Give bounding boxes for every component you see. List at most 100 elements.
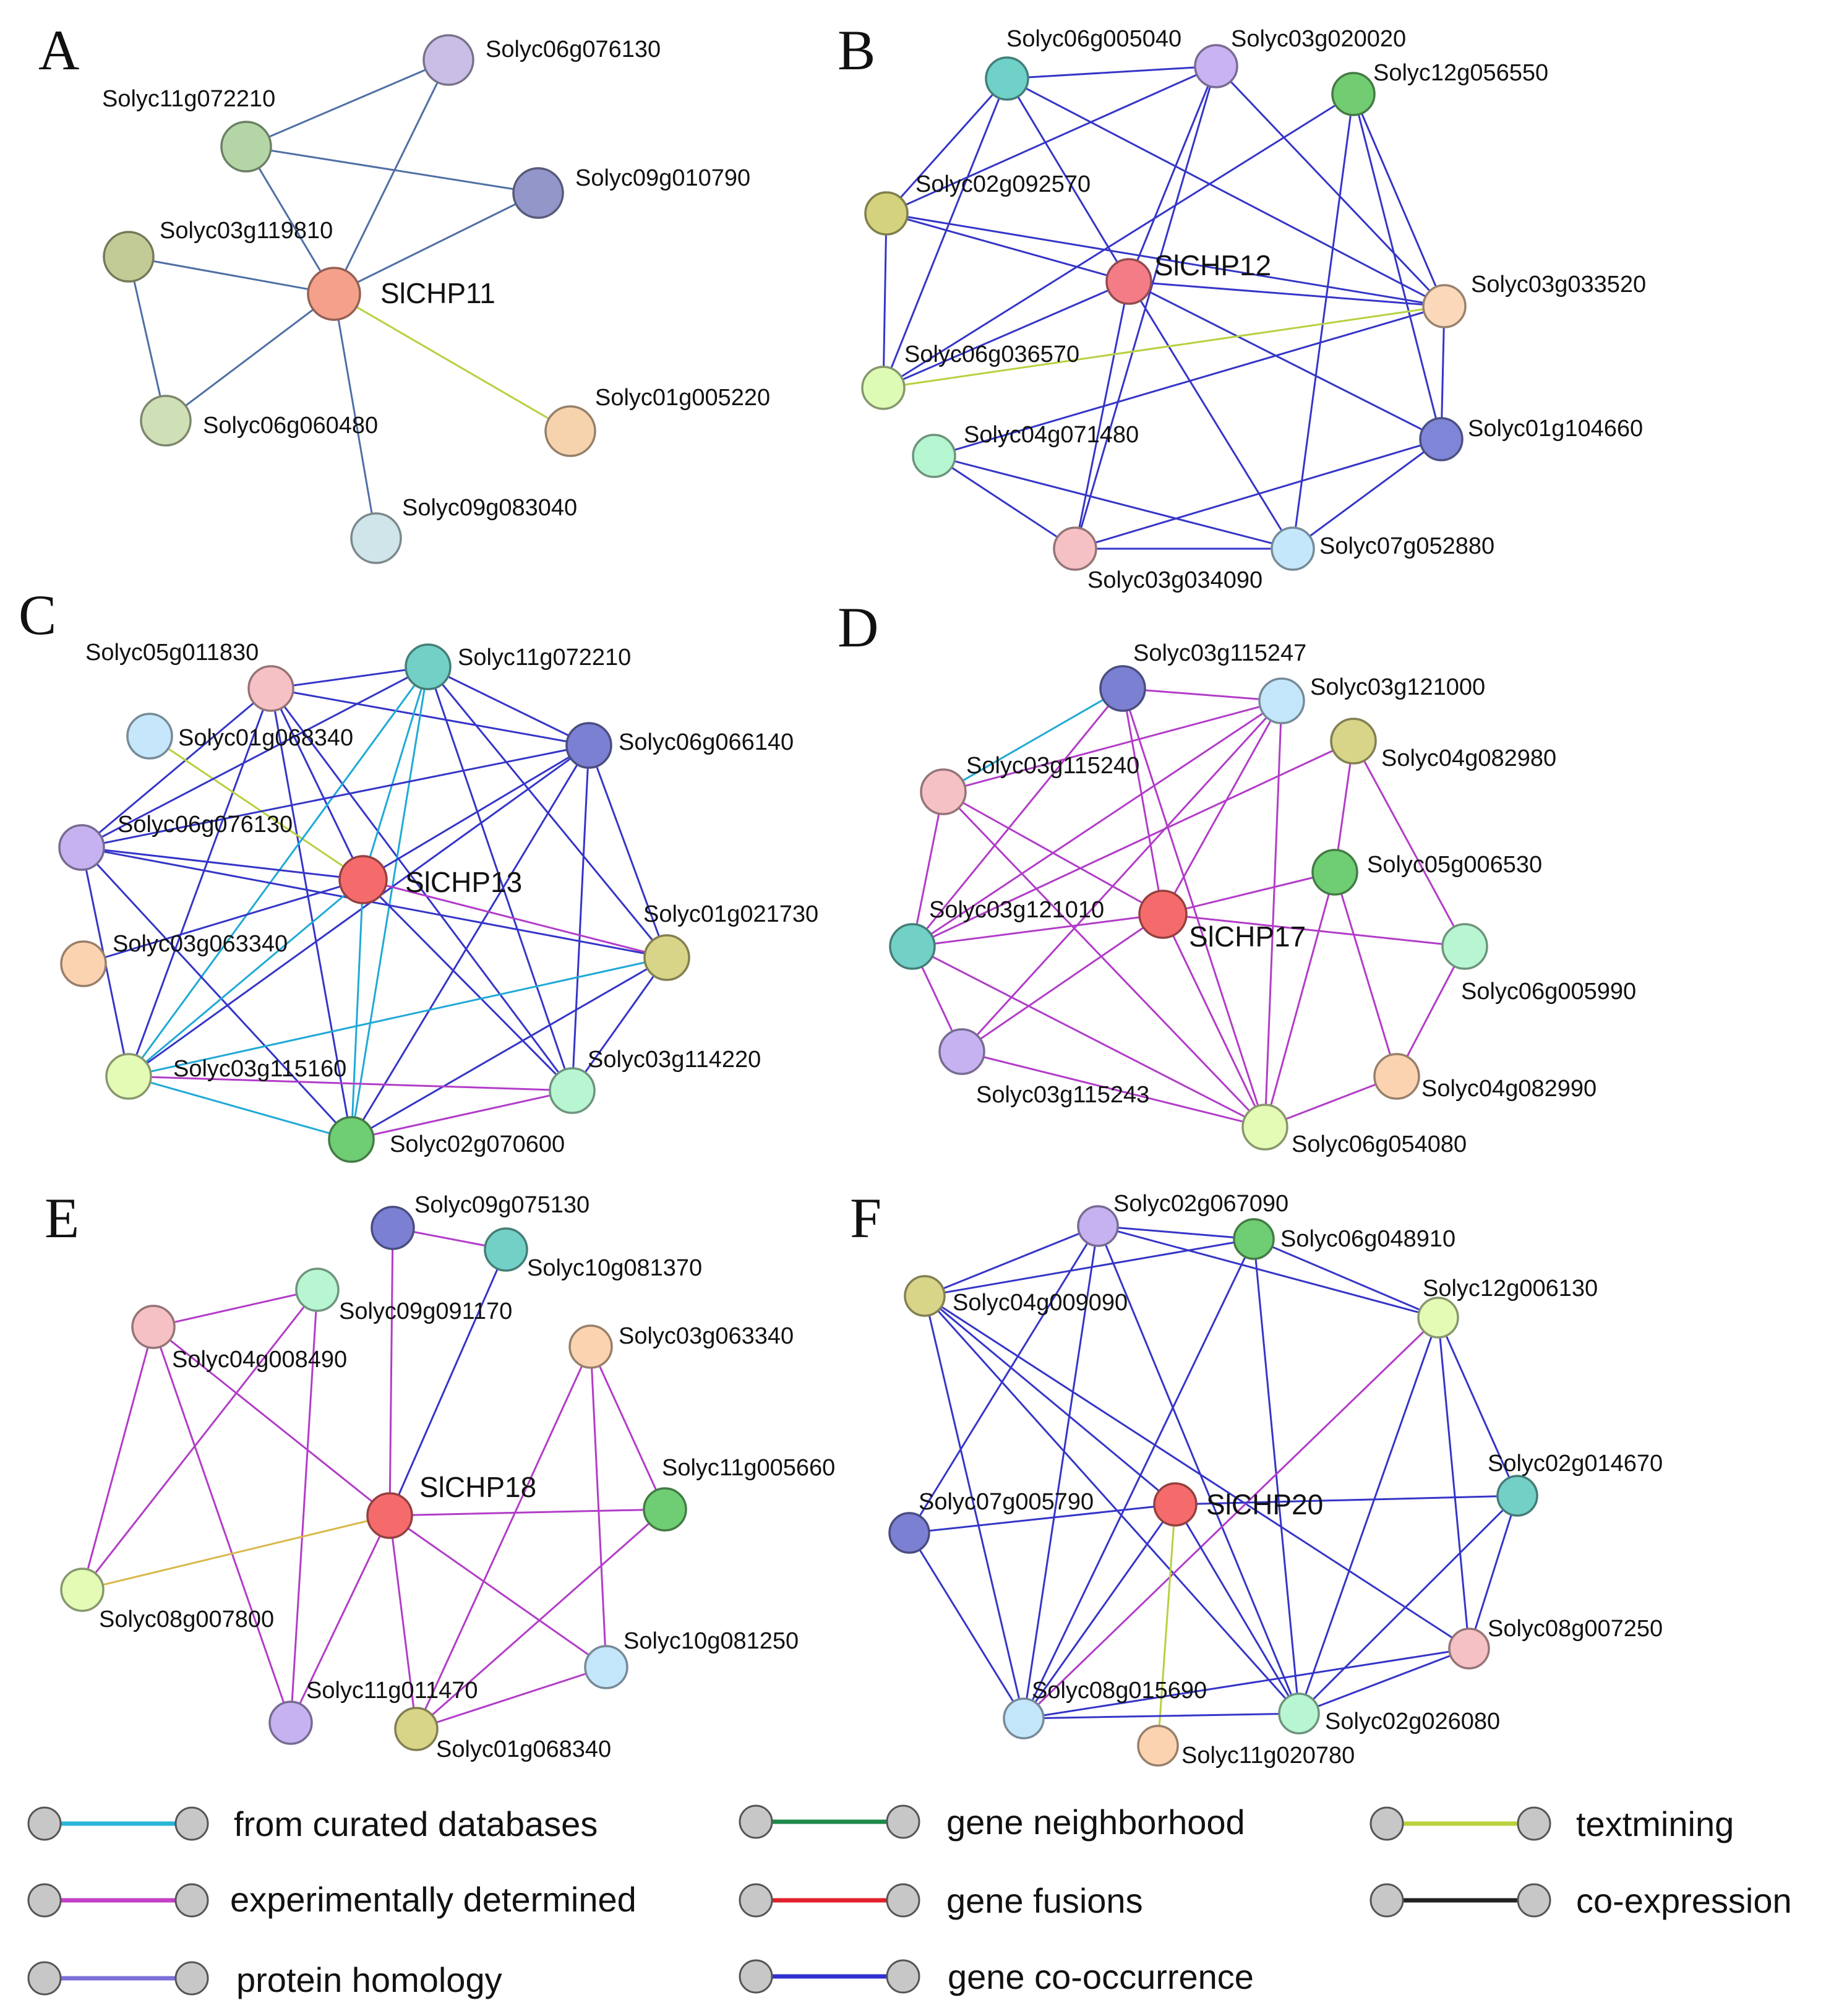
interaction-edge: [885, 65, 1217, 215]
interaction-edge: [81, 1514, 391, 1591]
protein-node: [512, 167, 564, 219]
interaction-edge: [1253, 1238, 1439, 1319]
interaction-edge: [1128, 280, 1446, 307]
interaction-edge: [882, 93, 1355, 389]
interaction-edge: [911, 700, 1283, 948]
protein-node: [247, 665, 294, 712]
protein-node: [350, 512, 402, 564]
protein-label: Solyc03g115243: [976, 1082, 1149, 1108]
protein-label: Solyc11g020780: [1181, 1743, 1355, 1769]
interaction-edge: [388, 1514, 607, 1668]
protein-node: [394, 1707, 439, 1751]
interaction-edge: [1022, 1712, 1300, 1720]
interaction-edge: [1215, 65, 1446, 307]
interaction-edge: [388, 1514, 418, 1730]
interaction-edge: [1468, 1495, 1519, 1650]
hub-protein-label: SlCHP20: [1206, 1488, 1323, 1521]
interaction-edge: [127, 687, 272, 1078]
protein-node: [643, 1487, 687, 1532]
protein-label: Solyc09g010790: [575, 165, 750, 191]
protein-label: Solyc08g007800: [99, 1606, 274, 1632]
interaction-edge: [350, 956, 668, 1141]
legend-label: textmining: [1576, 1804, 1734, 1843]
interaction-edge: [1006, 77, 1446, 307]
interaction-edge: [80, 744, 590, 849]
interaction-edge: [571, 956, 668, 1092]
protein-label: Solyc01g104660: [1468, 416, 1643, 442]
protein-node: [1077, 1205, 1119, 1247]
legend-item: gene fusions: [739, 1881, 1143, 1920]
protein-node: [295, 1268, 340, 1312]
interaction-edge: [1128, 280, 1442, 440]
interaction-edge: [1162, 700, 1283, 916]
interaction-edge: [80, 687, 272, 849]
interaction-edge: [882, 305, 1446, 389]
legend: from curated databases gene neighborhood…: [27, 1803, 1792, 1999]
interaction-edge: [924, 1225, 1099, 1297]
interaction-edge: [148, 735, 364, 881]
panel-letter: E: [45, 1186, 79, 1250]
protein-label: Solyc01g021730: [643, 901, 818, 927]
interaction-edge: [924, 1295, 1177, 1506]
protein-node: [126, 713, 173, 760]
legend-node-left: [27, 1961, 62, 1996]
interaction-edge: [942, 700, 1283, 793]
panel-a: A SlCHP11Solyc06g076130Solyc11g072210Sol…: [38, 19, 770, 564]
protein-label: Solyc12g006130: [1423, 1276, 1598, 1302]
panel-letter: B: [838, 19, 875, 82]
protein-label: Solyc03g034090: [1087, 567, 1262, 593]
interaction-edge: [911, 791, 945, 948]
interaction-edge: [388, 1248, 507, 1517]
protein-label: Solyc05g006530: [1367, 852, 1542, 878]
hub-protein-node: [307, 267, 361, 321]
interaction-edge: [1022, 1647, 1470, 1720]
protein-node: [920, 768, 967, 815]
legend-label: gene fusions: [946, 1881, 1143, 1920]
protein-label: Solyc04g082980: [1381, 745, 1556, 771]
protein-label: Solyc09g083040: [402, 495, 577, 521]
legend-node-right: [1517, 1883, 1551, 1918]
interaction-edge: [933, 305, 1446, 457]
interaction-edge: [80, 846, 353, 1141]
interaction-edge: [1074, 438, 1442, 550]
legend-item: experimentally determined: [27, 1880, 637, 1919]
protein-node: [1422, 284, 1467, 328]
interaction-edge: [127, 255, 335, 295]
protein-label: Solyc04g071480: [964, 422, 1139, 448]
protein-node: [1373, 1053, 1420, 1100]
interaction-edge: [911, 913, 1164, 948]
interaction-edge: [152, 1326, 292, 1724]
hub-protein-label: SlCHP11: [380, 277, 495, 309]
protein-node: [1419, 417, 1464, 461]
interaction-edge: [1352, 740, 1466, 948]
protein-label: Solyc03g121010: [929, 897, 1104, 923]
hub-protein-node: [1138, 890, 1188, 939]
interaction-edge: [588, 744, 668, 959]
legend-node-left: [739, 1804, 773, 1839]
legend-item: co-expression: [1370, 1881, 1792, 1920]
interaction-edge: [1352, 93, 1442, 440]
legend-node-right: [174, 1961, 209, 1996]
protein-label: Solyc03g033520: [1471, 272, 1646, 298]
protein-label: Solyc06g076130: [118, 812, 293, 838]
interaction-edge: [961, 1050, 1266, 1128]
protein-label: Solyc08g007250: [1488, 1616, 1663, 1642]
interaction-edge: [427, 666, 668, 959]
interaction-edge: [1264, 871, 1336, 1128]
legend-node-left: [27, 1883, 62, 1918]
interaction-edge: [127, 255, 167, 422]
interaction-edge: [362, 878, 573, 1092]
protein-node: [643, 934, 690, 981]
interaction-edge: [1264, 1075, 1398, 1128]
protein-node: [861, 366, 906, 410]
interaction-edge: [270, 687, 353, 1141]
interaction-edge: [127, 1075, 353, 1141]
panel-letter: F: [850, 1186, 881, 1250]
legend-node-right: [886, 1883, 920, 1918]
protein-node: [549, 1067, 596, 1114]
protein-node: [422, 34, 474, 86]
protein-label: Solyc02g092570: [915, 171, 1091, 197]
interaction-edge: [245, 145, 539, 194]
interaction-edge: [1128, 280, 1294, 550]
interaction-edge: [270, 666, 429, 690]
